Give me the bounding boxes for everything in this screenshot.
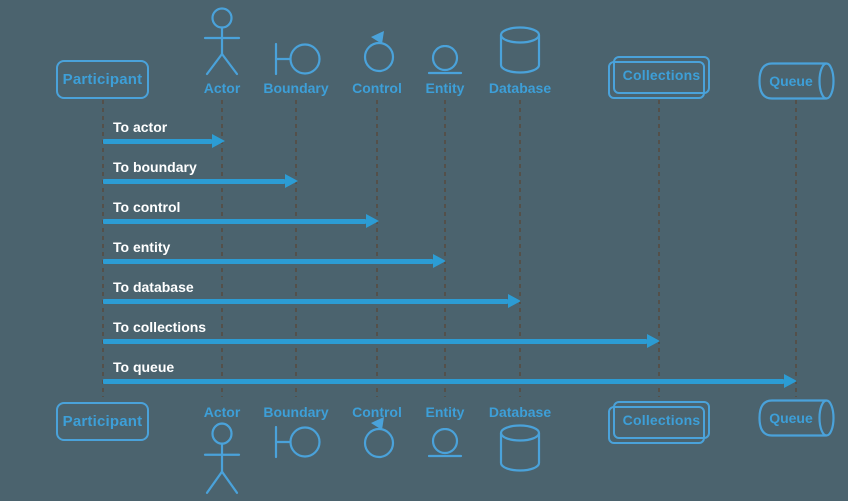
actor-label: Actor [203, 80, 241, 96]
lifeline-control [376, 100, 378, 397]
control-icon [363, 31, 395, 73]
collections-box-bottom: Collections [613, 401, 710, 439]
lifeline-collections [658, 100, 660, 397]
message-label: To collections [113, 319, 207, 335]
message-arrow-line [103, 299, 508, 304]
database-icon [499, 424, 541, 472]
collections-box-back-bottom [608, 406, 705, 444]
control-label: Control [352, 80, 402, 96]
lifeline-queue [795, 100, 797, 397]
database-icon [499, 26, 541, 74]
participant-box-bottom: Participant [56, 402, 149, 441]
message-label: To actor [113, 119, 168, 135]
message-label: To queue [113, 359, 175, 375]
message-arrow-head [647, 334, 660, 348]
boundary-label: Boundary [263, 404, 329, 420]
boundary-icon [274, 42, 321, 76]
collections-box-back-top [608, 61, 705, 99]
queue-icon-bottom [758, 399, 835, 437]
database-label: Database [488, 80, 552, 96]
entity-icon [428, 428, 463, 458]
entity-label: Entity [425, 80, 465, 96]
message-arrow-head [285, 174, 298, 188]
message-label: To control [113, 199, 181, 215]
participant-label: Participant [62, 71, 143, 88]
control-icon [363, 417, 395, 459]
lifeline-database [519, 100, 521, 397]
participant-label: Participant [62, 413, 143, 430]
message-arrow-line [103, 339, 647, 344]
entity-icon [428, 45, 463, 75]
actor-icon [203, 7, 241, 76]
message-arrow-head [433, 254, 446, 268]
message-arrow-line [103, 179, 285, 184]
control-label: Control [352, 404, 402, 420]
database-label: Database [488, 404, 552, 420]
message-arrow-line [103, 139, 212, 144]
entity-label: Entity [425, 404, 465, 420]
boundary-label: Boundary [263, 80, 329, 96]
message-label: To database [113, 279, 194, 295]
queue-icon-top [758, 62, 835, 100]
lifeline-participant [102, 100, 104, 397]
collections-label: Collections [622, 67, 701, 83]
queue-label: Queue [769, 410, 813, 426]
participant-box-top: Participant [56, 60, 149, 99]
message-arrow-head [508, 294, 521, 308]
message-arrow-line [103, 219, 366, 224]
message-arrow-head [212, 134, 225, 148]
boundary-icon [274, 425, 321, 459]
lifeline-entity [444, 100, 446, 397]
collections-label: Collections [622, 412, 701, 428]
queue-label: Queue [769, 73, 813, 89]
collections-box-top: Collections [613, 56, 710, 94]
lifeline-boundary [295, 100, 297, 397]
actor-label: Actor [203, 404, 241, 420]
message-arrow-head [784, 374, 797, 388]
message-arrow-line [103, 259, 433, 264]
message-arrow-line [103, 379, 784, 384]
message-arrow-head [366, 214, 379, 228]
message-label: To entity [113, 239, 171, 255]
lifeline-actor [221, 100, 223, 397]
message-label: To boundary [113, 159, 197, 175]
actor-icon [203, 422, 241, 494]
